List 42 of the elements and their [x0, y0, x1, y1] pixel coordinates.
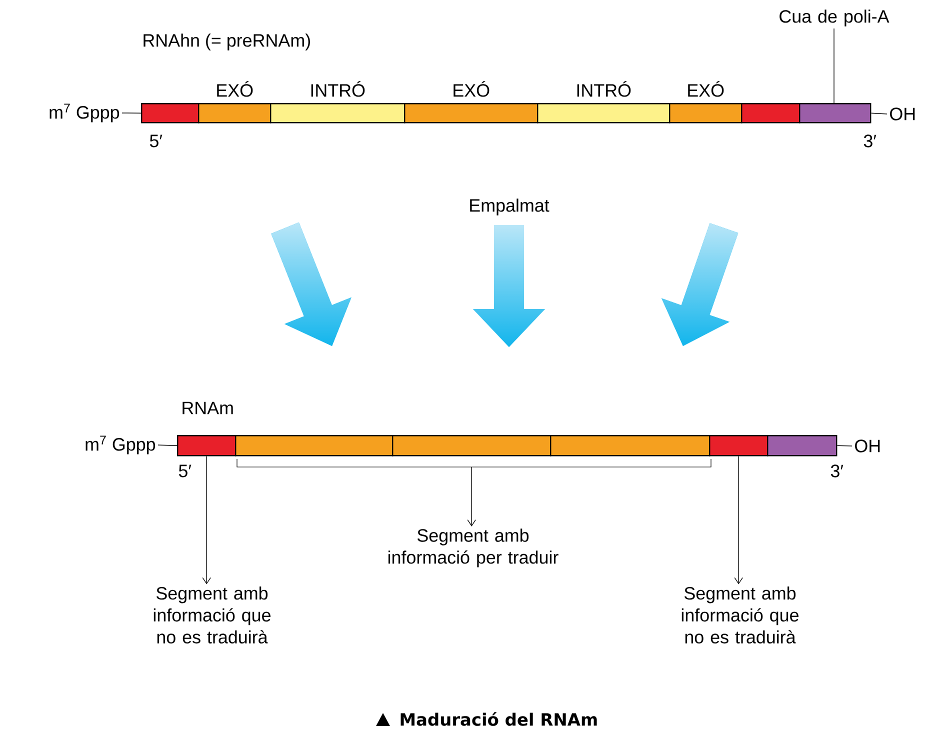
node-label: INTRÓ	[577, 81, 631, 97]
leader-arrow	[467, 466, 476, 526]
caption-text: Segment amb informació per traduir	[388, 528, 558, 568]
strand-segment: INTRÓ	[537, 81, 670, 124]
cap-label: m$^{7}$ Gppp	[86, 436, 156, 454]
strand-segment: EXÓ	[669, 81, 742, 124]
strand-segment	[767, 435, 838, 456]
strand-segment	[235, 435, 394, 456]
strand-segment	[141, 103, 200, 124]
caption-text: Segment amb informació que no es traduirà	[682, 586, 798, 644]
strand-label: 5′	[150, 134, 162, 148]
strand-segment	[799, 103, 872, 124]
end-label: OH	[855, 440, 880, 452]
leader-line	[122, 112, 142, 114]
node-label: EXÓ	[454, 81, 490, 97]
strand-label: RNAm	[182, 402, 233, 414]
leader-arrow	[202, 456, 211, 584]
strand-segment	[177, 435, 236, 456]
strand-segment: EXÓ	[198, 81, 272, 124]
strand-label: 3′	[864, 134, 876, 148]
strand-segment	[709, 435, 768, 456]
leader-line	[870, 112, 888, 114]
strand-label: Empalmat	[470, 198, 550, 216]
figure-caption: Maduració del RNAm	[400, 712, 597, 726]
end-label: OH	[890, 108, 915, 120]
cap-label: m$^{7}$ Gppp	[50, 104, 120, 122]
strand-segment: EXÓ	[404, 81, 538, 124]
node-label: INTRÓ	[311, 81, 365, 97]
strand-segment	[392, 435, 552, 456]
leader-arrow	[734, 456, 743, 584]
strand-label: 5′	[178, 464, 192, 478]
caption-text: Segment amb informació que no es traduirà	[154, 586, 270, 644]
strand-segment	[741, 103, 800, 124]
leader-line	[836, 445, 852, 446]
strand-label: RNAhn (= preRNAm)	[144, 34, 310, 50]
tail-label: Cua de poli-A	[780, 10, 890, 26]
leader-line	[158, 444, 178, 446]
node-label: EXÓ	[217, 81, 253, 97]
node-label: EXÓ	[688, 81, 724, 97]
strand-label: 3′	[830, 464, 844, 478]
strand-segment: INTRÓ	[270, 81, 406, 124]
strand-segment	[550, 435, 710, 456]
